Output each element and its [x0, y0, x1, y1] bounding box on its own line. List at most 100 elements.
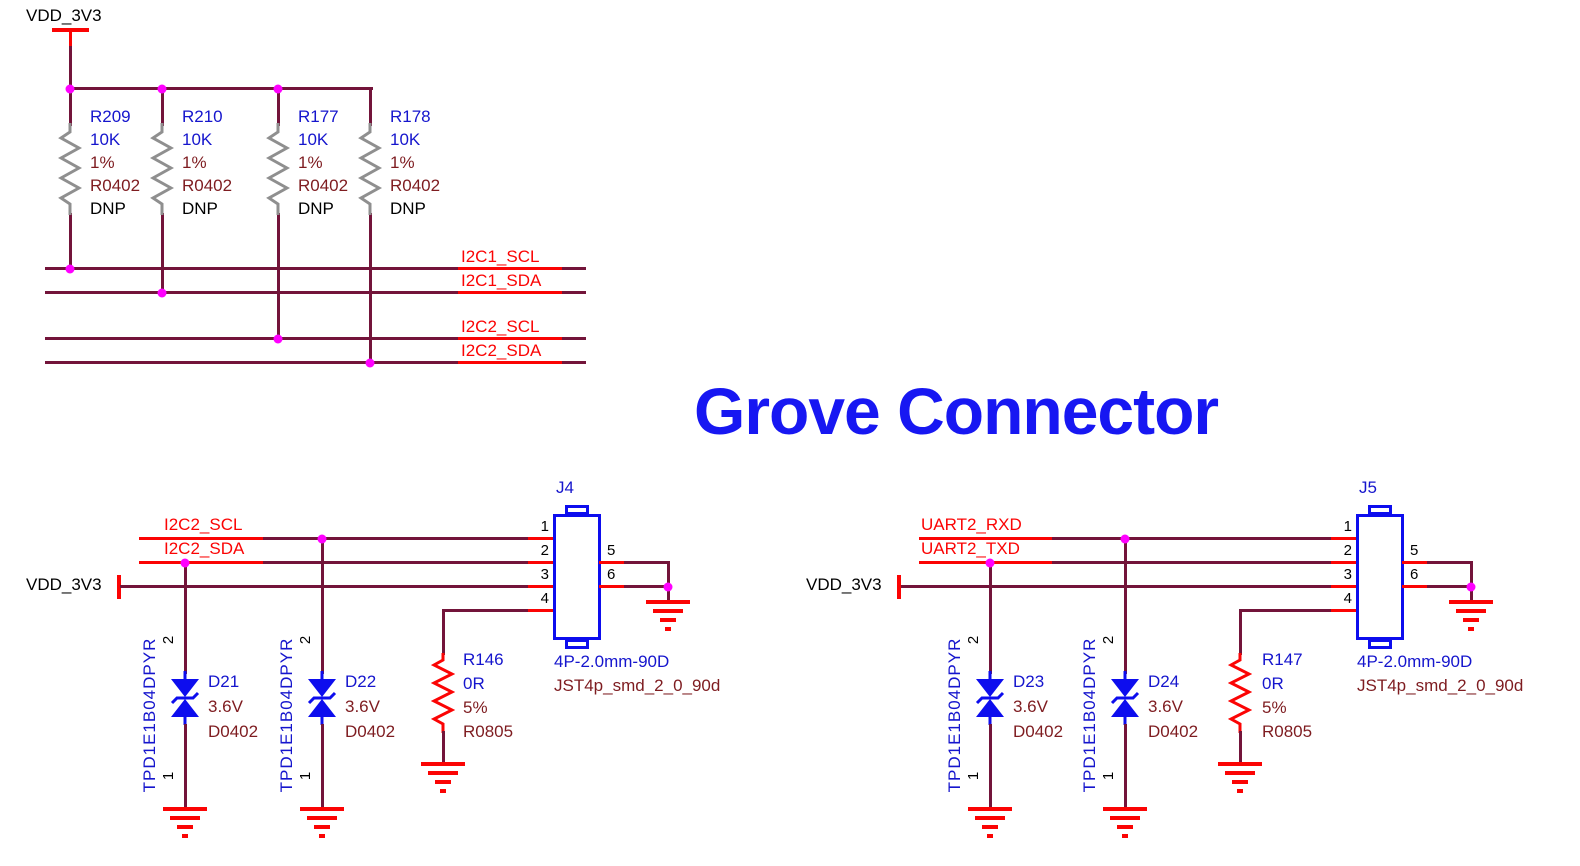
pin-number: 3: [1343, 566, 1352, 583]
diode-footprint: D0402: [208, 722, 259, 741]
diode-designator: D21: [208, 672, 240, 691]
resistor-footprint: R0805: [463, 722, 514, 741]
wire: [919, 537, 1052, 540]
wire-i2c1-sda: [45, 291, 586, 294]
wire: [624, 585, 670, 588]
diode-part-number: TPD1E1B04DPYR: [277, 637, 296, 793]
resistor-icon: [58, 123, 82, 215]
resistor-tolerance: 1%: [390, 153, 415, 172]
connector-tab: [1368, 639, 1392, 649]
pin-stub: [528, 609, 555, 612]
wire-i2c2-sda: [45, 361, 586, 364]
connector-tab: [565, 639, 589, 649]
power-net-label: VDD_3V3: [806, 575, 882, 594]
resistor-designator: R209: [90, 107, 131, 126]
junction-dot: [180, 558, 190, 568]
pin-number: 6: [1410, 566, 1419, 583]
junction-dot: [1120, 534, 1130, 544]
resistor-tolerance: 5%: [1262, 698, 1287, 717]
resistor-value: 10K: [390, 130, 421, 149]
power-net-label: VDD_3V3: [26, 6, 102, 25]
resistor-value: 10K: [298, 130, 329, 149]
wire: [277, 87, 280, 126]
junction-dot: [65, 84, 75, 94]
tvs-diode-icon: [1110, 671, 1140, 725]
resistor-dnp: DNP: [298, 199, 334, 218]
connector-body: [553, 514, 601, 640]
pin-stub: [599, 561, 626, 564]
wire: [1239, 609, 1242, 655]
pin-number: 1: [965, 771, 982, 781]
wire: [442, 609, 445, 655]
net-label: UART2_TXD: [921, 539, 1020, 558]
junction-dot: [985, 558, 995, 568]
resistor-dnp: DNP: [182, 199, 218, 218]
connector-type: 4P-2.0mm-90D: [1357, 652, 1473, 671]
junction-dot: [157, 288, 167, 298]
ground-icon: [421, 762, 465, 793]
pin-number: 4: [1343, 590, 1352, 607]
resistor-icon: [1228, 653, 1252, 733]
junction-dot: [273, 84, 283, 94]
wire: [184, 561, 187, 674]
wire: [458, 361, 562, 364]
resistor-designator: R178: [390, 107, 431, 126]
wire: [321, 724, 324, 810]
resistor-footprint: R0402: [90, 176, 141, 195]
tvs-diode-icon: [307, 671, 337, 725]
wire: [919, 537, 1358, 540]
diode-part-number: TPD1E1B04DPYR: [1080, 637, 1099, 793]
wire: [442, 731, 445, 765]
ground-icon: [1449, 600, 1493, 631]
resistor-dnp: DNP: [90, 199, 126, 218]
wire: [1124, 724, 1127, 810]
resistor-value: 10K: [90, 130, 121, 149]
resistor-designator: R147: [1262, 650, 1303, 669]
pin-number: 1: [1100, 771, 1117, 781]
pin-number: 2: [540, 542, 549, 559]
resistor-icon: [266, 123, 290, 215]
resistor-tolerance: 1%: [90, 153, 115, 172]
pin-number: 3: [540, 566, 549, 583]
resistor-designator: R210: [182, 107, 223, 126]
pin-number: 1: [160, 771, 177, 781]
wire: [989, 561, 992, 674]
pin-number: 2: [297, 635, 314, 645]
wire: [901, 585, 1358, 588]
net-label: UART2_RXD: [921, 515, 1022, 534]
net-label: I2C1_SCL: [461, 247, 540, 266]
connector-footprint: JST4p_smd_2_0_90d: [1357, 676, 1524, 695]
resistor-icon: [358, 123, 382, 215]
resistor-footprint: R0402: [298, 176, 349, 195]
resistor-value: 0R: [463, 674, 485, 693]
wire: [442, 609, 555, 612]
resistor-tolerance: 5%: [463, 698, 488, 717]
pin-number: 5: [607, 542, 616, 559]
tvs-diode-icon: [170, 671, 200, 725]
wire: [369, 213, 372, 364]
diode-footprint: D0402: [1013, 722, 1064, 741]
connector-designator: J5: [1359, 478, 1377, 497]
resistor-value: 10K: [182, 130, 213, 149]
wire: [1427, 585, 1473, 588]
pin-stub: [528, 561, 555, 564]
wire: [369, 87, 372, 126]
resistor-footprint: R0402: [390, 176, 441, 195]
connector-tab: [1368, 505, 1392, 515]
diode-part-number: TPD1E1B04DPYR: [945, 637, 964, 793]
wire: [139, 537, 555, 540]
junction-dot: [663, 582, 673, 592]
wire-i2c1-scl: [45, 267, 586, 270]
ground-icon: [646, 600, 690, 631]
resistor-footprint: R0402: [182, 176, 233, 195]
pin-number: 1: [297, 771, 314, 781]
diode-part-number: TPD1E1B04DPYR: [140, 637, 159, 793]
wire: [989, 724, 992, 810]
diode-voltage: 3.6V: [1148, 697, 1183, 716]
ground-icon: [1218, 762, 1262, 793]
pin-number: 2: [1343, 542, 1352, 559]
wire: [139, 561, 555, 564]
ground-icon: [1103, 807, 1147, 838]
wire: [624, 561, 670, 564]
